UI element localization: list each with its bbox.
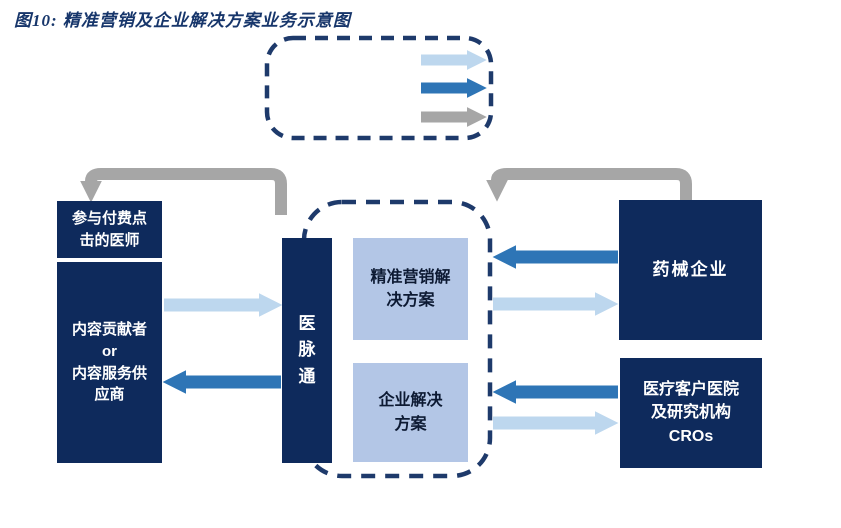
gray-hook-arrow-pharma-to-solutions (486, 168, 692, 202)
figure-title: 图10: 精准营销及企业解决方案业务示意图 (14, 11, 351, 30)
node-pharma-device-companies: 药械企业 (619, 200, 762, 340)
node-medical-clients-cros: 医疗客户医院 及研究机构 CROs (620, 358, 762, 468)
node-content-contributors: 内容贡献者 or 内容服务供 应商 (57, 262, 162, 463)
node-paid-click-doctors: 参与付费点 击的医师 (57, 201, 162, 258)
node-enterprise-solution: 企业解决 方案 (353, 363, 468, 462)
node-precision-marketing-solution: 精准营销解 决方案 (353, 238, 468, 340)
legend-dashed-border (264, 35, 494, 141)
node-medlive: 医 脉 通 (282, 238, 332, 463)
